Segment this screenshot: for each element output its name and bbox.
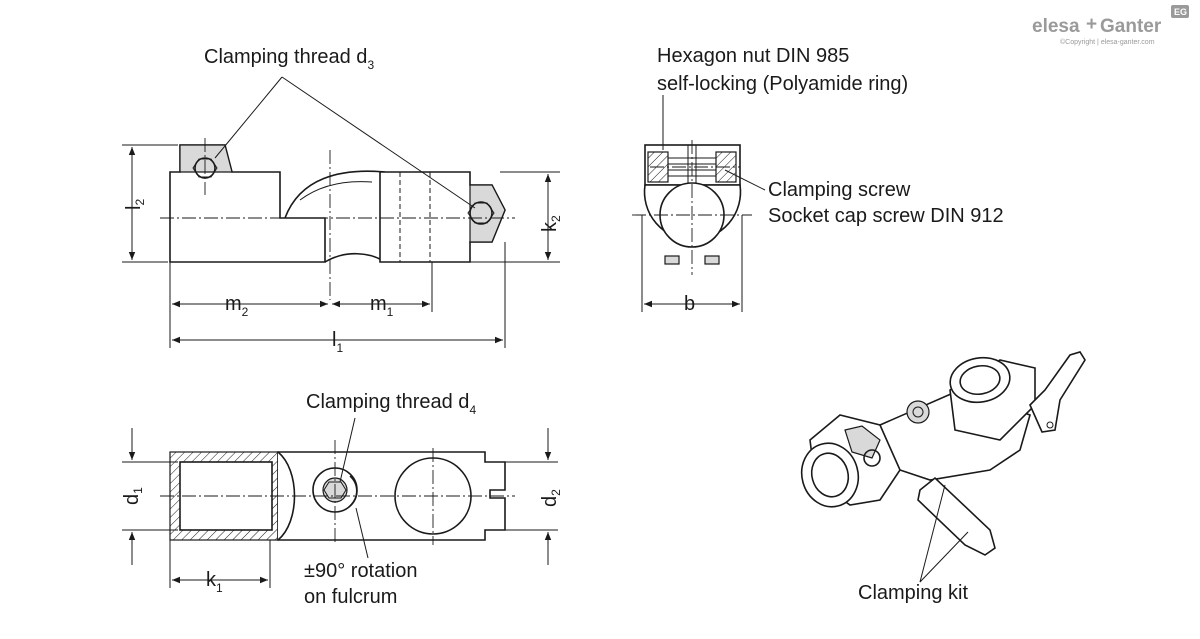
front-right-hex-outline <box>467 202 495 224</box>
logo-brand-elesa: elesa <box>1032 16 1080 37</box>
front-left-hex-outline <box>192 158 218 178</box>
brand-logo: elesa + Ganter EG ©Copyright | elesa-gan… <box>1032 5 1189 46</box>
top-fulcrum-hex <box>323 481 347 499</box>
logo-plus: + <box>1086 14 1097 35</box>
label-rotation-line1: ±90° rotation <box>304 560 418 582</box>
top-view: d1 d2 k1 Clamping thread d4 ±90° rotatio… <box>121 391 563 608</box>
iso-left-tube-inner <box>810 452 850 498</box>
dim-m2-label: m2 <box>225 293 249 319</box>
dim-d1-label: d1 <box>121 487 145 505</box>
iso-fulcrum-screw <box>906 400 930 424</box>
front-fulcrum-arc-bottom <box>324 252 386 263</box>
iso-fulcrum-socket <box>912 406 924 418</box>
dim-k2-label: k2 <box>539 215 563 232</box>
iso-lever-top-pin <box>1046 421 1054 429</box>
callout-d4 <box>339 417 356 483</box>
logo-copyright: ©Copyright | elesa-ganter.com <box>1060 38 1155 46</box>
front-fulcrum-arc-inner <box>299 181 373 201</box>
dim-k1-label: k1 <box>206 569 223 595</box>
callout-clamping-screw <box>724 169 766 191</box>
label-rotation-line2: on fulcrum <box>304 586 397 608</box>
label-hex-nut-line1: Hexagon nut DIN 985 <box>657 45 849 67</box>
side-foot-left <box>664 255 680 265</box>
callout-rotation <box>355 507 369 559</box>
logo-badge-box <box>1171 5 1189 18</box>
label-clamping-kit: Clamping kit <box>858 582 968 604</box>
dim-m1-label: m1 <box>370 293 394 319</box>
logo-brand-ganter: Ganter <box>1100 16 1162 37</box>
logo-badge: EG <box>1174 7 1187 17</box>
callout-kit-b <box>919 531 969 583</box>
label-clamping-screw-line1: Clamping screw <box>768 179 911 201</box>
isometric-view: Clamping kit <box>800 351 1086 604</box>
front-view: l2 k2 m2 m1 l1 Clamping thread d3 <box>122 46 563 355</box>
callout-d3-right <box>281 76 476 209</box>
label-clamping-thread-d4: Clamping thread d4 <box>306 391 476 417</box>
dim-d2-label: d2 <box>539 489 563 507</box>
front-fulcrum-arc-top <box>284 170 386 219</box>
label-hex-nut-line2: self-locking (Polyamide ring) <box>657 73 908 95</box>
side-foot-right <box>704 255 720 265</box>
dim-l2-label: l2 <box>123 199 147 210</box>
label-clamping-thread-d3: Clamping thread d3 <box>204 46 374 72</box>
top-rotation-arc <box>349 475 358 507</box>
dim-l1-label: l1 <box>332 329 343 355</box>
front-right-hex-nut <box>469 184 506 243</box>
callout-kit-a <box>919 484 946 583</box>
dim-b-label: b <box>684 293 695 315</box>
front-right-screw-head <box>469 201 493 225</box>
label-clamping-screw-line2: Socket cap screw DIN 912 <box>768 205 1004 227</box>
callout-d3-left <box>214 76 283 159</box>
iso-right-ring-inner <box>959 364 1001 396</box>
iso-left-screw-head <box>863 449 881 467</box>
side-view: b Hexagon nut DIN 985 self-locking (Poly… <box>632 45 1004 315</box>
iso-lever-top <box>1029 351 1086 433</box>
